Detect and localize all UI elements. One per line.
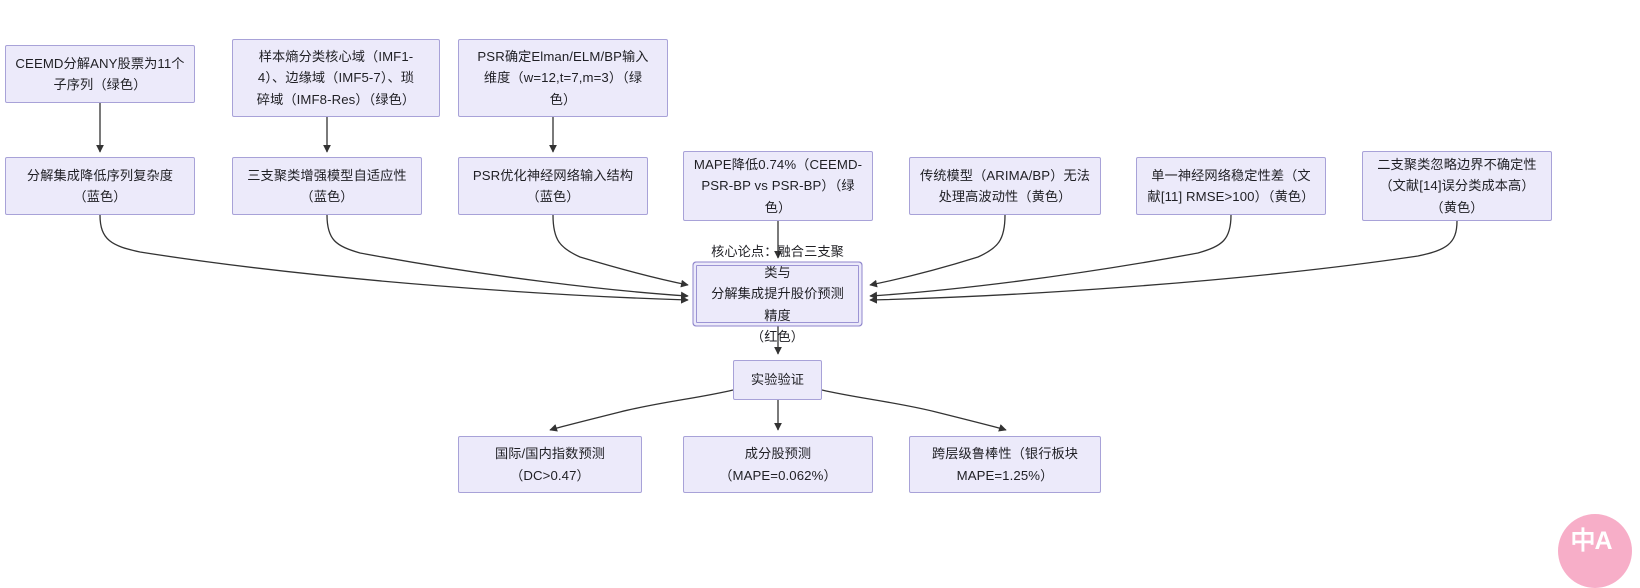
node-label: 三支聚类增强模型自适应性 （蓝色） [247,167,407,204]
node-decomposition-reduces-complexity[interactable]: 分解集成降低序列复杂度 （蓝色） [5,157,195,215]
node-label: CEEMD分解ANY股票为11个 子序列（绿色） [15,55,185,92]
node-single-network-instability[interactable]: 单一神经网络稳定性差（文 献[11] RMSE>100）（黄色） [1136,157,1326,215]
node-label: 跨层级鲁棒性（银行板块 MAPE=1.25%） [931,446,1079,483]
node-label: PSR优化神经网络输入结构 （蓝色） [472,167,634,204]
edge-n9-n11 [869,214,1232,300]
edge-n6-n11 [552,214,689,288]
node-index-forecast-result[interactable]: 国际/国内指数预测 （DC>0.47） [458,436,642,493]
node-sample-entropy-classification[interactable]: 样本熵分类核心域（IMF1- 4）、边缘域（IMF5-7）、琐 碎域（IMF8-… [232,39,440,117]
node-label: 分解集成降低序列复杂度 （蓝色） [26,167,174,204]
edge-n10-n11 [869,220,1458,304]
node-mape-reduction[interactable]: MAPE降低0.74%（CEEMD- PSR-BP vs PSR-BP）（绿 色… [683,151,873,221]
node-three-way-clustering-adaptivity[interactable]: 三支聚类增强模型自适应性 （蓝色） [232,157,422,215]
node-traditional-models-limitation[interactable]: 传统模型（ARIMA/BP）无法 处理高波动性（黄色） [909,157,1101,215]
node-core-thesis[interactable]: 核心论点：融合三支聚类与 分解集成提升股价预测精度 （红色） [696,244,859,344]
edge-n12-n13 [549,389,734,432]
node-constituent-stock-result[interactable]: 成分股预测 （MAPE=0.062%） [683,436,873,493]
node-label: 单一神经网络稳定性差（文 献[11] RMSE>100）（黄色） [1147,167,1315,204]
node-label: PSR确定Elman/ELM/BP输入 维度（w=12,t=7,m=3）（绿 色… [477,48,649,107]
node-label: 传统模型（ARIMA/BP）无法 处理高波动性（黄色） [919,167,1091,204]
edge-n4-n11 [99,214,689,304]
edge-n8-n11 [869,214,1006,288]
node-two-way-clustering-boundary[interactable]: 二支聚类忽略边界不确定性 （文献[14]误分类成本高） （黄色） [1362,151,1552,221]
translate-watermark-icon: 中A [1558,514,1632,588]
node-label: 成分股预测 （MAPE=0.062%） [719,446,837,483]
node-experimental-validation[interactable]: 实验验证 [733,360,822,400]
watermark-text: 中A [1570,527,1612,555]
node-label: 核心论点：融合三支聚类与 分解集成提升股价预测精度 （红色） [711,243,844,345]
node-label: 二支聚类忽略边界不确定性 （文献[14]误分类成本高） （黄色） [1377,156,1537,215]
flowchart-canvas: CEEMD分解ANY股票为11个 子序列（绿色） 样本熵分类核心域（IMF1- … [5,39,1632,588]
node-label: 国际/国内指数预测 （DC>0.47） [494,446,606,483]
node-label: 样本熵分类核心域（IMF1- 4）、边缘域（IMF5-7）、琐 碎域（IMF8-… [256,48,416,107]
node-psr-optimizes-network-input[interactable]: PSR优化神经网络输入结构 （蓝色） [458,157,648,215]
node-cross-level-robustness-result[interactable]: 跨层级鲁棒性（银行板块 MAPE=1.25%） [909,436,1101,493]
node-psr-input-dimension[interactable]: PSR确定Elman/ELM/BP输入 维度（w=12,t=7,m=3）（绿 色… [458,39,668,117]
node-label: 实验验证 [750,372,805,388]
node-ceemd-decomposition[interactable]: CEEMD分解ANY股票为11个 子序列（绿色） [5,45,195,103]
node-label: MAPE降低0.74%（CEEMD- PSR-BP vs PSR-BP）（绿 色… [693,156,863,215]
edge-n5-n11 [326,214,689,300]
edge-n12-n15 [821,389,1007,432]
